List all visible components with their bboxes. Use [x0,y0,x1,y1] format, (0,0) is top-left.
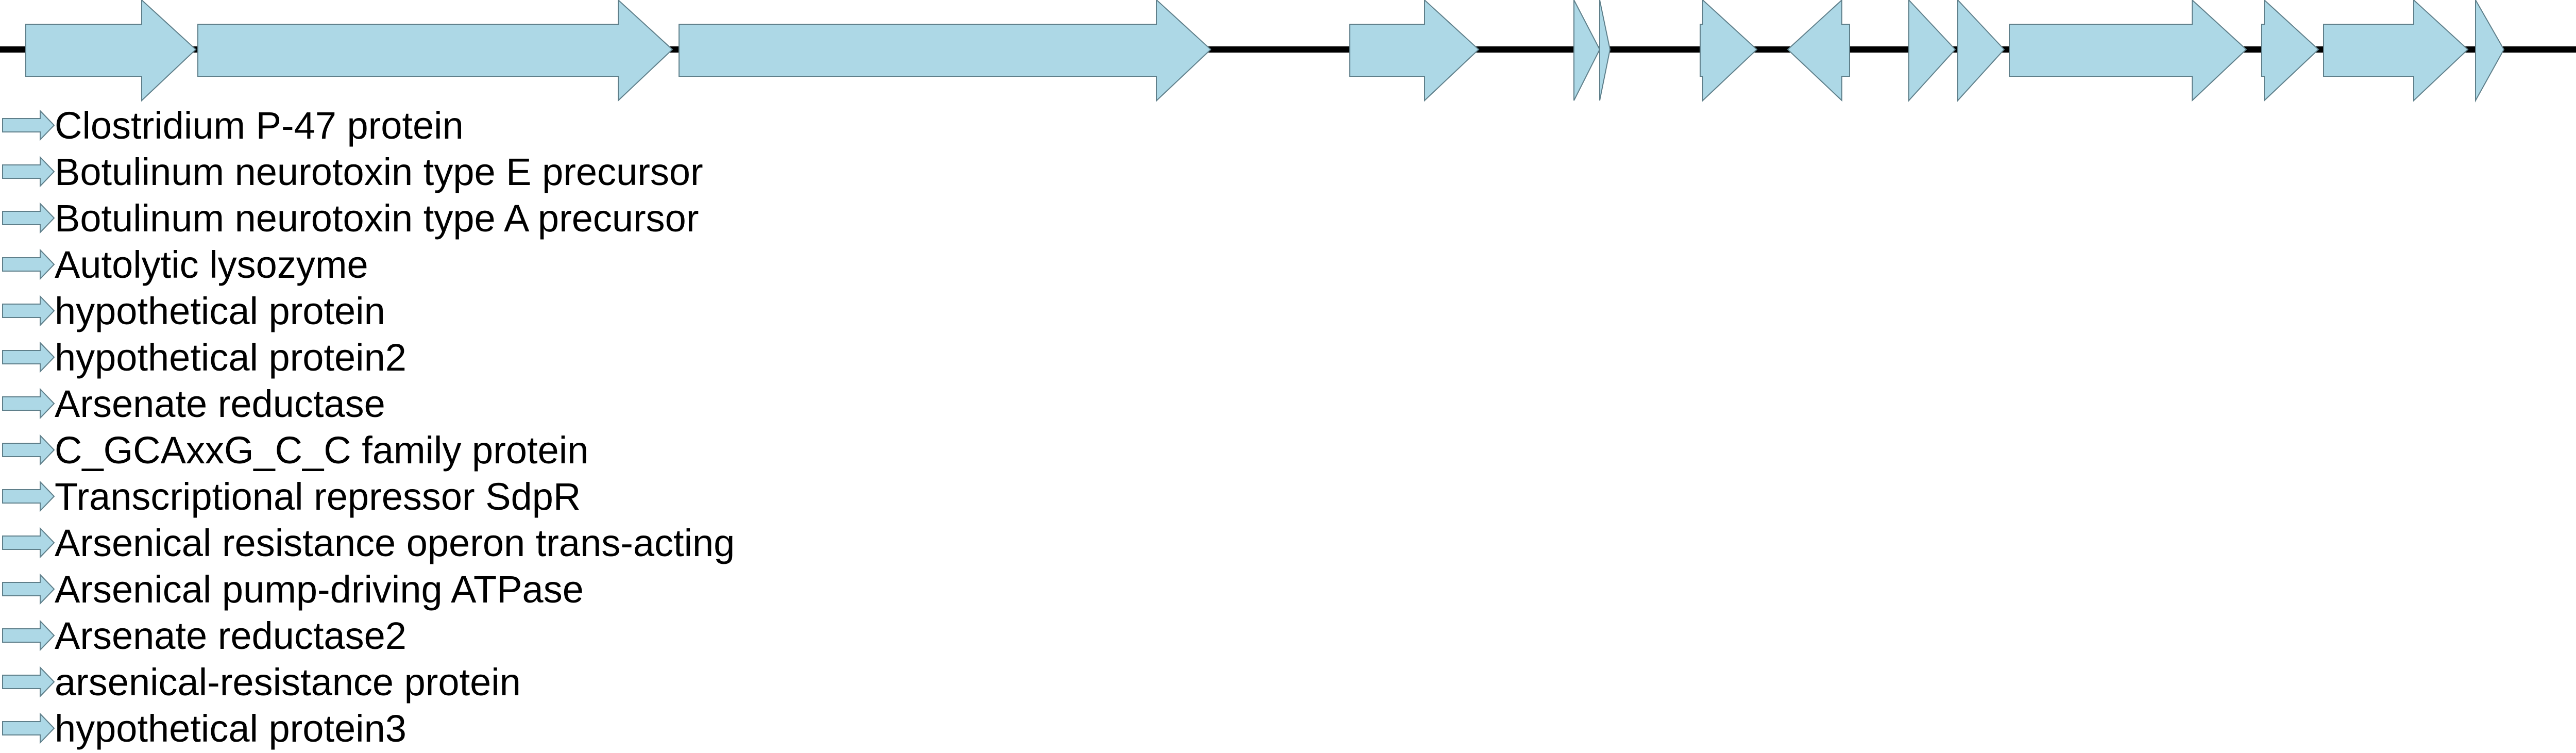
gene-arrow [197,0,673,102]
legend-label: hypothetical protein3 [55,707,406,750]
legend-label: Botulinum neurotoxin type A precursor [55,197,699,240]
legend-label: arsenical-resistance protein [55,661,521,704]
gene-arrow [1700,0,1758,102]
legend-label: Autolytic lysozyme [55,243,368,286]
legend-arrow-icon [2,527,55,559]
gene-arrow [2261,0,2319,102]
legend-arrow-icon [2,712,55,744]
legend-item: Clostridium P-47 protein [2,104,464,147]
legend-arrow-icon [2,666,55,698]
legend-label: Arsenical pump-driving ATPase [55,568,584,611]
gene-arrow [1573,0,1601,101]
legend-item: C_GCAxxG_C_C family protein [2,429,588,472]
legend-label: Arsenical resistance operon trans-acting [55,522,735,564]
gene-arrow [2009,0,2247,102]
gene-arrow [1349,0,1480,102]
gene-arrow [1957,0,2005,102]
legend-label: C_GCAxxG_C_C family protein [55,429,588,472]
legend-item: Autolytic lysozyme [2,243,368,286]
legend-arrow-icon [2,248,55,280]
legend-label: Arsenate reductase2 [55,614,406,657]
legend-arrow-icon [2,341,55,373]
legend-label: Clostridium P-47 protein [55,104,464,147]
gene-arrow [1599,0,1611,101]
legend-item: Arsenical pump-driving ATPase [2,568,584,611]
legend-item: hypothetical protein3 [2,707,406,750]
legend-item: Arsenate reductase2 [2,614,406,657]
gene-arrow [679,0,1212,102]
legend-item: Botulinum neurotoxin type A precursor [2,197,699,240]
legend-arrow-icon [2,620,55,651]
legend-label: Botulinum neurotoxin type E precursor [55,150,703,193]
legend-arrow-icon [2,295,55,327]
legend-item: Arsenical resistance operon trans-acting [2,522,735,564]
legend-label: hypothetical protein [55,290,385,332]
legend-arrow-icon [2,388,55,420]
gene-arrow [2323,0,2469,102]
legend-label: Transcriptional repressor SdpR [55,475,581,518]
gene-arrow [25,0,197,102]
gene-arrow [1908,0,1956,102]
legend-item: Arsenate reductase [2,382,385,425]
gene-arrow [1787,0,1850,102]
gene-arrow [2475,0,2505,103]
gene-arrows [25,0,2505,103]
legend-arrow-icon [2,109,55,141]
legend-arrow-icon [2,202,55,234]
legend-label: Arsenate reductase [55,382,385,425]
legend-label: hypothetical protein2 [55,336,406,379]
legend-arrow-icon [2,156,55,188]
legend-arrow-icon [2,480,55,512]
legend-item: arsenical-resistance protein [2,661,521,704]
legend-item: Transcriptional repressor SdpR [2,475,581,518]
legend-item: hypothetical protein2 [2,336,406,379]
legend-arrow-icon [2,573,55,605]
legend-arrow-icon [2,434,55,466]
legend-item: hypothetical protein [2,290,385,332]
legend-item: Botulinum neurotoxin type E precursor [2,150,703,193]
